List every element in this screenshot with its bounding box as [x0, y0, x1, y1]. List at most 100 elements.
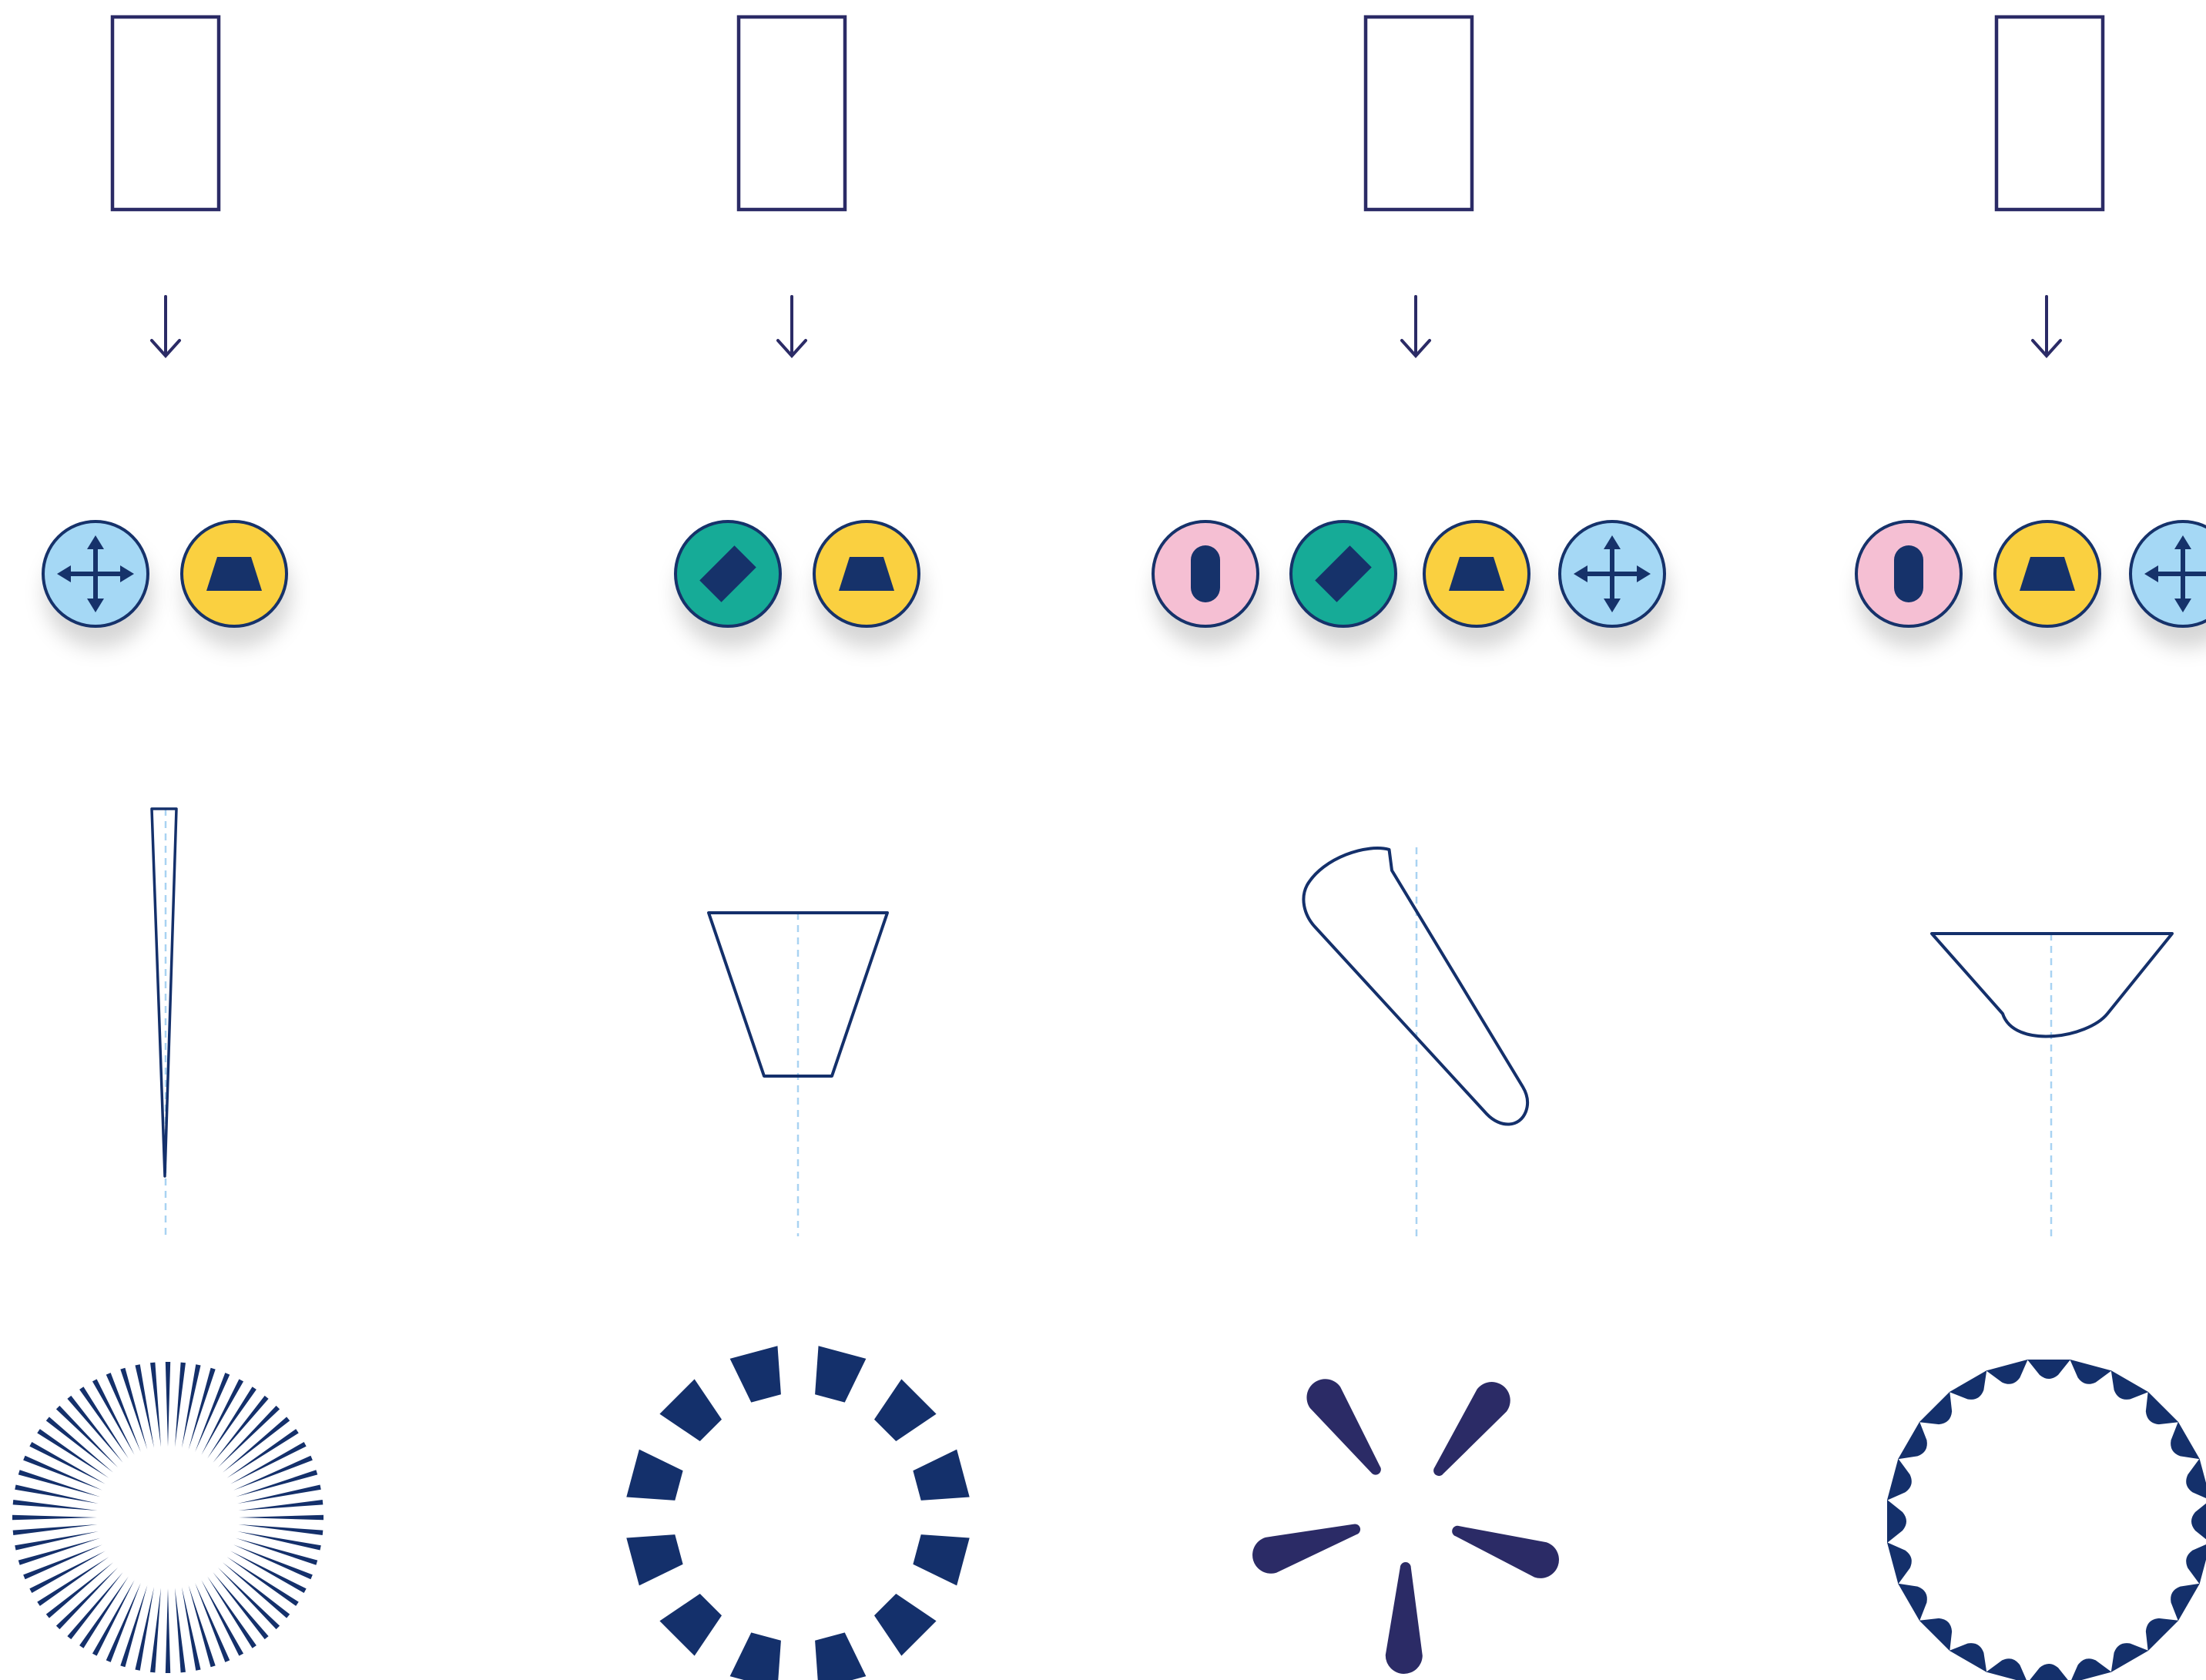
trapezoid-petal: [868, 1379, 937, 1447]
funnel-petal: [2101, 1370, 2148, 1409]
spike: [67, 1571, 125, 1639]
trapezoid-petal: [659, 1379, 728, 1447]
club-petal: [1248, 1510, 1366, 1578]
move-icon: [2131, 521, 2206, 626]
funnel-petal: [2065, 1653, 2112, 1680]
trapezoid-petal: [730, 1346, 790, 1404]
column-1: [12, 17, 324, 1673]
spike: [67, 1396, 125, 1464]
spike: [150, 1588, 163, 1672]
trapezoid-icon: [1995, 521, 2100, 626]
capsule-icon: [1153, 521, 1258, 626]
spike: [211, 1571, 269, 1639]
spike-burst: [12, 1362, 324, 1673]
trapezoid-icon: [1424, 521, 1529, 626]
source-rectangle: [1996, 17, 2103, 210]
funnel-petal: [2101, 1634, 2148, 1672]
trapezoid-ring: [626, 1346, 969, 1680]
funnel-petal: [2181, 1459, 2206, 1506]
funnel-petal: [1950, 1634, 1996, 1672]
funnel-petal: [2161, 1574, 2200, 1621]
spike: [56, 1566, 119, 1629]
down-arrow-icon: [2033, 297, 2060, 356]
trapezoid-petal: [659, 1588, 728, 1656]
funnel-petal: [1986, 1360, 2033, 1390]
trapezoid-petal: [910, 1526, 969, 1586]
funnel-petal: [2191, 1500, 2206, 1543]
spike: [13, 1522, 98, 1535]
modifier-chips: [1856, 521, 2206, 626]
spike: [173, 1363, 186, 1447]
spike: [211, 1396, 269, 1464]
diamond-icon: [676, 521, 780, 626]
club-petal: [1421, 1374, 1518, 1486]
modifier-chips: [1153, 521, 1665, 626]
funnel-petal: [1919, 1392, 1963, 1436]
funnel-petal: [1919, 1607, 1963, 1651]
source-rectangle: [739, 17, 845, 210]
move-icon: [1560, 521, 1665, 626]
spike: [46, 1561, 115, 1618]
funnel-petal: [1898, 1422, 1936, 1469]
club-petal: [1447, 1512, 1564, 1584]
capsule-icon: [1856, 521, 1961, 626]
modifier-chips: [676, 521, 919, 626]
spike: [166, 1362, 170, 1447]
spike: [13, 1500, 98, 1513]
funnel-petal: [1950, 1370, 1996, 1409]
spike: [173, 1588, 186, 1672]
trapezoid-petal: [910, 1450, 969, 1510]
funnel-petal: [2134, 1607, 2178, 1651]
spike: [216, 1566, 280, 1629]
trapezoid-icon: [182, 521, 287, 626]
funnel-petal: [1887, 1500, 1906, 1543]
move-icon: [43, 521, 148, 626]
spike: [238, 1522, 323, 1535]
trapezoid-petal: [626, 1450, 685, 1510]
funnel-petal: [1898, 1574, 1936, 1621]
spike: [239, 1515, 324, 1520]
petal-shape: [1303, 847, 1527, 1242]
petal-shape: [152, 809, 176, 1236]
spike: [46, 1417, 115, 1474]
club-pinwheel: [1248, 1372, 1564, 1675]
spike: [238, 1500, 323, 1513]
spike: [216, 1406, 280, 1469]
trapezoid-petal: [868, 1588, 937, 1656]
petal-shape: [709, 913, 887, 1236]
spike: [12, 1515, 97, 1520]
trapezoid-petal: [806, 1346, 867, 1404]
spike: [150, 1363, 163, 1447]
funnel-petal: [1887, 1459, 1917, 1506]
source-rectangle: [1366, 17, 1472, 210]
spike: [221, 1561, 290, 1618]
funnel-petal: [2181, 1537, 2206, 1584]
petal-shape: [1932, 934, 2172, 1242]
trapezoid-petal: [626, 1526, 685, 1586]
down-arrow-icon: [778, 297, 806, 356]
modifier-chips: [43, 521, 287, 626]
club-petal: [1385, 1562, 1424, 1675]
funnel-petal: [2027, 1360, 2070, 1379]
funnel-petal: [2065, 1360, 2112, 1390]
spike: [166, 1588, 170, 1673]
funnel-petal: [1986, 1653, 2033, 1680]
column-2: [626, 17, 969, 1680]
club-petal: [1299, 1372, 1393, 1484]
spike: [221, 1417, 290, 1474]
column-3: [1153, 17, 1665, 1674]
down-arrow-icon: [1402, 297, 1430, 356]
trapezoid-petal: [730, 1630, 790, 1680]
spike: [56, 1406, 119, 1469]
funnel-ring: [1887, 1360, 2206, 1680]
funnel-petal: [2027, 1664, 2070, 1680]
source-rectangle: [112, 17, 219, 210]
trapezoid-petal: [806, 1630, 867, 1680]
funnel-petal: [2161, 1422, 2200, 1469]
diamond-icon: [1291, 521, 1396, 626]
trapezoid-icon: [814, 521, 919, 626]
down-arrow-icon: [152, 297, 179, 356]
funnel-petal: [1887, 1537, 1917, 1584]
column-4: [1856, 17, 2206, 1680]
